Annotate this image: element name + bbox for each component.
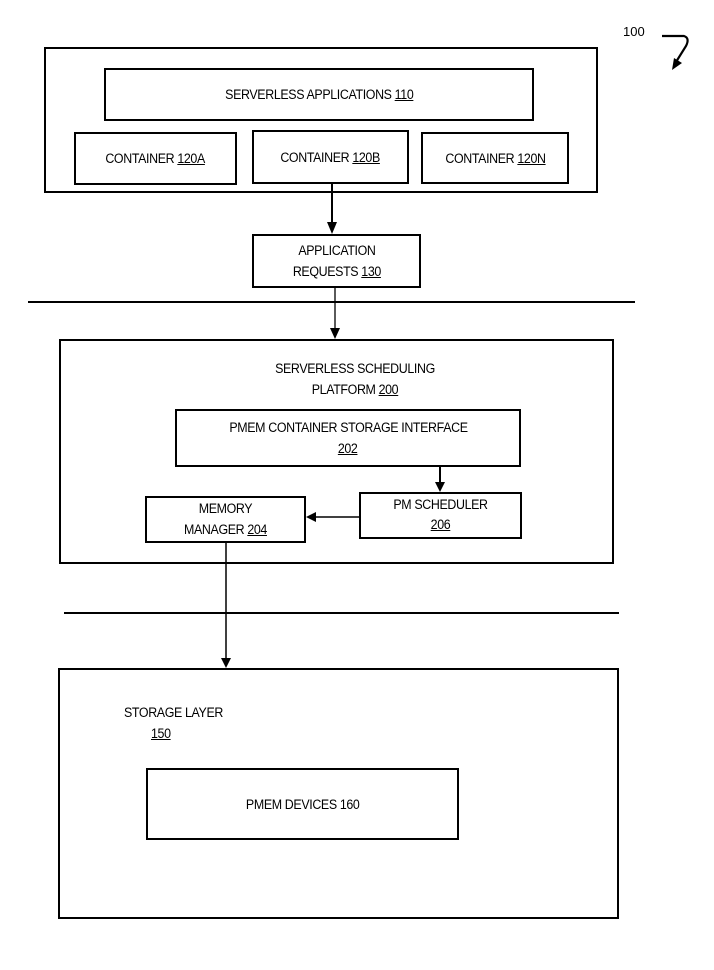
pm-scheduler-ref: 206 bbox=[430, 517, 451, 532]
layer-divider-top bbox=[28, 301, 635, 303]
pm-scheduler-box: PM SCHEDULER 206 bbox=[359, 492, 522, 539]
container-ref: 120A bbox=[177, 151, 206, 166]
container-120a-box: CONTAINER 120A bbox=[74, 132, 237, 185]
memory-manager-ref: 204 bbox=[247, 522, 267, 537]
pmem-devices-box: PMEM DEVICES 160 bbox=[146, 768, 459, 840]
container-120n-box: CONTAINER 120N bbox=[421, 132, 569, 184]
memory-manager-line1: MEMORY bbox=[198, 501, 253, 516]
pmem-csi-box: PMEM CONTAINER STORAGE INTERFACE 202 bbox=[175, 409, 521, 467]
pm-scheduler-label: PM SCHEDULER bbox=[393, 497, 488, 512]
application-requests-ref: 130 bbox=[360, 264, 381, 279]
scheduling-platform-line2: PLATFORM bbox=[311, 382, 379, 397]
container-ref: 120B bbox=[352, 149, 381, 165]
serverless-applications-box: SERVERLESS APPLICATIONS 110 bbox=[104, 68, 534, 121]
storage-layer-ref: 150 bbox=[151, 726, 171, 741]
application-requests-line1: APPLICATION bbox=[297, 243, 376, 258]
container-ref: 120N bbox=[516, 150, 546, 166]
pmem-csi-label: PMEM CONTAINER STORAGE INTERFACE bbox=[228, 420, 468, 435]
serverless-applications-label: SERVERLESS APPLICATIONS bbox=[224, 87, 395, 102]
storage-layer-label: STORAGE LAYER bbox=[124, 705, 223, 720]
container-120b-box: CONTAINER 120B bbox=[252, 130, 409, 184]
pmem-csi-ref: 202 bbox=[338, 441, 358, 456]
serverless-applications-ref: 110 bbox=[394, 87, 414, 102]
scheduling-platform-line1: SERVERLESS SCHEDULING bbox=[275, 361, 435, 376]
memory-manager-box: MEMORY MANAGER 204 bbox=[145, 496, 306, 543]
container-label: CONTAINER bbox=[105, 151, 178, 166]
application-requests-line2: REQUESTS bbox=[292, 264, 361, 279]
pmem-devices-label: PMEM DEVICES 160 bbox=[245, 796, 360, 812]
layer-divider-bottom bbox=[64, 612, 619, 614]
container-label: CONTAINER bbox=[444, 150, 517, 166]
container-label: CONTAINER bbox=[280, 149, 353, 165]
memory-manager-line2: MANAGER bbox=[184, 522, 248, 537]
application-requests-box: APPLICATION REQUESTS 130 bbox=[252, 234, 421, 288]
scheduling-platform-ref: 200 bbox=[378, 382, 399, 397]
arrow-requests-to-platform bbox=[330, 288, 340, 339]
figure-ref-label: 100 bbox=[623, 24, 645, 39]
